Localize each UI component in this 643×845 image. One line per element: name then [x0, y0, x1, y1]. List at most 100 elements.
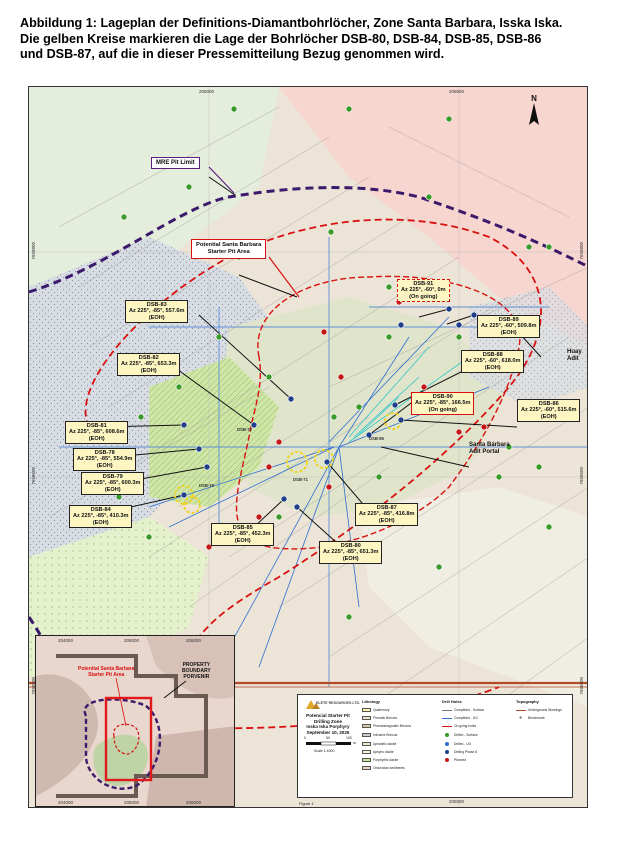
drill-label: On going holes	[454, 724, 477, 728]
starter-pit-label-line-2: Starter Pit Area	[207, 249, 250, 255]
hole-dsb-90-status: (On going)	[428, 406, 457, 413]
label-dsb-71: DSB-71	[293, 477, 308, 482]
hole-dsb-89-id: DSB-89	[498, 317, 519, 323]
line-symbol-icon	[516, 710, 526, 714]
label-dsb-72: DSB-72	[237, 427, 252, 432]
caption-line-2: Die gelben Kreise markieren die Lage der…	[20, 31, 542, 46]
drill-completed-surface: Completed - Surface	[442, 708, 484, 712]
topo-underground: Underground Workings	[516, 708, 562, 712]
inset-coord-bottom-3: 206000	[186, 800, 202, 805]
scale-tick-50: 50	[326, 736, 330, 740]
coord-right-3: 7658600	[579, 677, 584, 695]
hole-label-dsb-84: DSB-84 Az 225°, -85°, 410.3m (EOH)	[69, 505, 133, 529]
hole-dsb-83-status: (EOH)	[148, 314, 165, 321]
label-dsb-86-small: DSB-86	[369, 436, 384, 441]
hole-dsb-87-status: (EOH)	[378, 517, 395, 524]
inset-coord-bottom-2: 205000	[124, 800, 140, 805]
hole-dsb-81-spec: Az 225°, -85°, 608.6m	[69, 429, 125, 436]
legend-title: Potencial Starter Pit Drilling Zone Issk…	[300, 713, 356, 735]
scale-bar-icon	[306, 741, 351, 746]
company-name: ELETE RESOURCES LTD.	[316, 701, 361, 705]
adit-portal-label-line-1: Santa Bárbara	[469, 442, 510, 448]
phase8-holes	[180, 305, 478, 511]
hole-dsb-78-status: (EOH)	[96, 462, 113, 469]
legend-title-line-4: September 10, 2025	[306, 729, 350, 735]
inset-starter-pit-line-1: Potential Santa Barbara	[78, 666, 135, 672]
map-legend: ELETE RESOURCES LTD. Potencial Starter P…	[297, 694, 573, 798]
coord-top-2: 205500	[449, 89, 465, 94]
drill-completed-ug: Completed - UG	[442, 716, 478, 720]
hole-label-dsb-90: DSB-90 Az 225°, -85°, 166.5m (On going)	[411, 392, 475, 416]
company-logo-icon	[306, 700, 320, 709]
hole-dsb-86-spec: Az 225°, -60°, 515.6m	[521, 407, 577, 414]
hole-dsb-91-id: DSB-91	[413, 281, 434, 287]
drill-label: Planned	[454, 758, 467, 762]
line-symbol-icon	[442, 726, 452, 730]
coord-top-1: 205000	[199, 89, 215, 94]
hole-label-dsb-87: DSB-87 Az 225°, -85°, 416.8m (EOH)	[355, 503, 419, 527]
coord-left-1: 7658800	[31, 242, 36, 260]
hole-label-dsb-82: DSB-82 Az 225°, -85°, 653.3m (EOH)	[117, 353, 181, 377]
hole-dsb-80-spec: Az 225°, -85°, 651.3m	[323, 549, 379, 556]
swatch-icon	[362, 708, 371, 713]
label-dsb-76: DSB-76	[199, 483, 214, 488]
hole-dsb-91-spec: Az 225°, -60°, 0m	[401, 287, 446, 294]
topo-label: Benchmark	[528, 716, 545, 720]
coord-left-2: 7658600	[31, 467, 36, 485]
swatch-icon	[362, 716, 371, 721]
figure-caption: Abbildung 1: Lageplan der Definitions-Di…	[20, 16, 630, 63]
hole-dsb-85-status: (EOH)	[234, 537, 251, 544]
hole-dsb-88-spec: Az 225°, -60°, 618.0m	[465, 358, 521, 365]
lithology-heading: Lithology	[362, 699, 380, 704]
scale-tick-0: 0	[304, 736, 306, 740]
lith-intrusive: Intrusive Breccia	[362, 733, 397, 738]
lith-label: Phreatomagmatic Breccia	[373, 724, 411, 728]
hole-dsb-84-spec: Az 225°, -85°, 410.3m	[73, 513, 129, 520]
hole-dsb-81-id: DSB-81	[86, 423, 107, 429]
starter-pit-inner	[235, 275, 521, 550]
hole-dsb-81-status: (EOH)	[88, 435, 105, 442]
inset-starter-pit-label: Potential Santa Barbara Starter Pit Area	[78, 666, 134, 678]
swatch-icon	[362, 742, 371, 747]
hole-dsb-90-spec: Az 225°, -85°, 166.5m	[415, 400, 471, 407]
lith-label: Aphanitic dacite	[373, 742, 397, 746]
lith-phreatic: Phreatic Breccia	[362, 716, 397, 721]
mre-pit-limit	[29, 186, 587, 294]
hole-dsb-79-id: DSB-79	[102, 474, 123, 480]
caption-line-3: und DSB-87, auf die in dieser Pressemitt…	[20, 47, 445, 61]
hole-dsb-80-status: (EOH)	[342, 555, 359, 562]
scale-unit: m	[353, 741, 356, 745]
topo-benchmark: ✛ Benchmark	[516, 716, 545, 720]
inset-coord-bottom-1: 204000	[58, 800, 74, 805]
hole-dsb-85-id: DSB-85	[232, 525, 253, 531]
drill-label: Drilled - UG	[454, 742, 472, 746]
hole-dsb-85-spec: Az 225°, -85°, 452.3m	[215, 531, 271, 538]
light-zone	[359, 487, 587, 707]
adit-portal-label: Santa Bárbara Adit Portal	[469, 442, 510, 456]
hole-label-dsb-79: DSB-79 Az 225°, -85°, 600.3m (EOH)	[81, 472, 145, 496]
inset-property-line-2: BOUNDARY	[182, 668, 211, 674]
benchmark-icon: ✛	[519, 715, 523, 721]
hole-dsb-91-status: (On going)	[409, 293, 438, 300]
hole-dsb-82-status: (EOH)	[140, 367, 157, 374]
mre-pit-limit-label: MRE Pit Limit	[151, 157, 200, 169]
hole-dsb-84-status: (EOH)	[92, 519, 109, 526]
hole-dsb-83-spec: Az 225°, -85°, 557.6m	[129, 308, 185, 315]
hole-dsb-78-spec: Az 225°, -85°, 554.9m	[77, 456, 133, 463]
swatch-icon	[362, 750, 371, 755]
hole-dsb-89-status: (EOH)	[500, 329, 517, 336]
topo-label: Underground Workings	[528, 708, 562, 712]
inset-property-line-3: PORVENIR	[183, 674, 210, 680]
drill-label: Drilling Phase 8	[454, 750, 478, 754]
site-map: N 205000 205500 7658800 7658600 7658600 …	[28, 86, 588, 808]
section-lines	[59, 237, 587, 687]
inset-starter-pit-line-2: Starter Pit Area	[88, 672, 125, 678]
inset-coord-top-2: 205000	[124, 638, 140, 643]
lith-porphyritic: Porphyritic dacite	[362, 758, 398, 763]
hole-dsb-86-status: (EOH)	[540, 413, 557, 420]
svg-text:N: N	[531, 94, 537, 103]
hole-label-dsb-91: DSB-91 Az 225°, -60°, 0m (On going)	[397, 279, 450, 303]
north-arrow-icon: N	[529, 94, 539, 125]
pink-zone	[279, 87, 587, 346]
drill-drilled-ug: Drilled - UG	[442, 742, 472, 747]
